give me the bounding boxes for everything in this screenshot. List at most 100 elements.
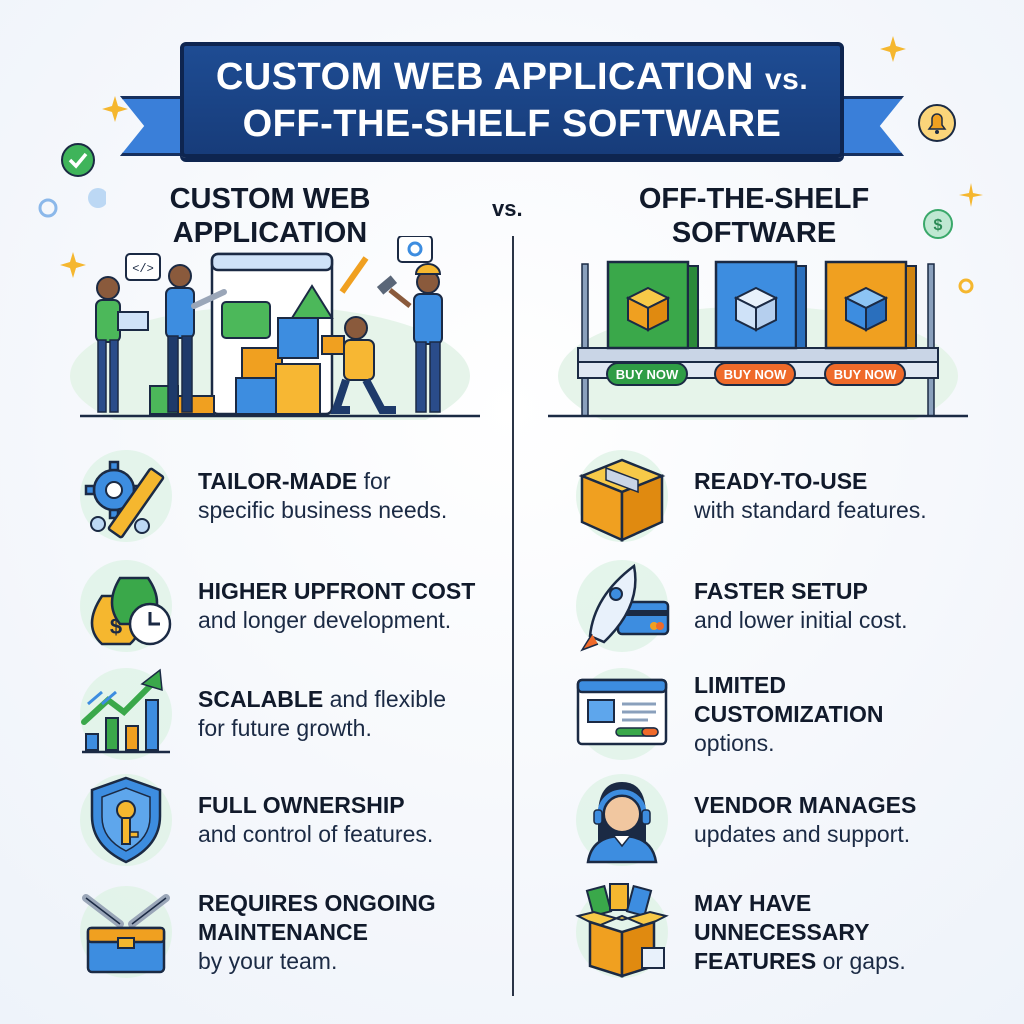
feature-rest: options. [694, 729, 775, 756]
feature-bold: MAY HAVE [694, 889, 812, 916]
right-feature-1: READY-TO-USE with standard features. [572, 446, 927, 546]
right-feature-1-text: READY-TO-USE with standard features. [694, 467, 927, 525]
package-box-graphic [578, 458, 666, 542]
right-title-line2: SOFTWARE [671, 217, 837, 249]
money-bag-clock-icon: $ [76, 556, 176, 656]
software-box-blue [714, 260, 807, 350]
team-building-illustration: </> [70, 236, 480, 420]
feature-rest: by your team. [198, 947, 338, 974]
rocket-card-icon [572, 556, 672, 656]
shelf-graphic [548, 260, 968, 446]
feature-bold: HIGHER UPFRONT COST [198, 578, 476, 604]
right-feature-3-text: LIMITED CUSTOMIZATION options. [694, 671, 884, 758]
toolbox-graphic [82, 894, 170, 974]
buy-now-button-green[interactable]: BUY NOW [606, 362, 688, 386]
left-feature-3-text: SCALABLE and flexible for future growth. [198, 685, 446, 743]
feature-bold: LIMITED [694, 671, 786, 698]
left-feature-4: FULL OWNERSHIP and control of features. [76, 770, 433, 870]
software-shelf-illustration: BUY NOW BUY NOW BUY NOW [548, 236, 968, 446]
shield-key-graphic [90, 776, 162, 864]
feature-bold: VENDOR MANAGES [694, 792, 917, 818]
bubbles-decoration-icon [38, 188, 106, 218]
software-box-orange [824, 260, 917, 350]
right-feature-4-text: VENDOR MANAGES updates and support. [694, 791, 916, 849]
sparkle-icon [880, 36, 906, 62]
bell-badge-icon [918, 104, 956, 142]
svg-text:$: $ [934, 217, 943, 234]
gear-ruler-icon [76, 446, 176, 546]
browser-window-icon [572, 664, 672, 764]
left-feature-5-text: REQUIRES ONGOING MAINTENANCE by your tea… [198, 889, 436, 976]
left-feature-2-text: HIGHER UPFRONT COST and longer developme… [198, 577, 475, 635]
feature-bold: READY-TO-USE [694, 468, 868, 494]
open-box-graphic [575, 883, 669, 978]
left-feature-5: REQUIRES ONGOING MAINTENANCE by your tea… [76, 882, 436, 982]
package-box-icon [572, 446, 672, 546]
gear-ruler-graphic [84, 460, 165, 539]
vs-label: vs. [492, 196, 523, 221]
feature-rest: specific business needs. [198, 497, 448, 523]
feature-rest: and control of features. [198, 821, 434, 847]
feature-bold: FULL OWNERSHIP [198, 792, 405, 818]
feature-bold: TAILOR-MADE [198, 468, 358, 494]
toolbox-wrench-icon [76, 882, 176, 982]
feature-rest: with standard features. [694, 497, 927, 523]
feature-inline: or gaps. [816, 947, 906, 974]
growth-chart-icon [76, 664, 176, 764]
left-column-title: CUSTOM WEB APPLICATION [120, 182, 420, 250]
sparkle-icon [60, 252, 86, 278]
left-feature-3: SCALABLE and flexible for future growth. [76, 664, 446, 764]
right-feature-3: LIMITED CUSTOMIZATION options. [572, 664, 884, 764]
growth-chart-graphic [81, 668, 170, 754]
banner-title-part1: CUSTOM WEB APPLICATION [215, 55, 754, 98]
right-feature-4: VENDOR MANAGES updates and support. [572, 770, 916, 870]
right-title-line1: OFF-THE-SHELF [638, 183, 870, 215]
dollar-badge-icon: $ [923, 209, 953, 239]
feature-bold-line3: FEATURES [694, 947, 817, 974]
open-box-apps-icon [572, 882, 672, 982]
shield-key-icon [76, 770, 176, 870]
left-title-line2: APPLICATION [172, 217, 368, 249]
feature-bold-line2: UNNECESSARY [694, 918, 870, 945]
money-bag-graphic: $ [90, 576, 172, 646]
right-feature-5-text: MAY HAVE UNNECESSARY FEATURES or gaps. [694, 889, 906, 976]
feature-inline: for [357, 468, 391, 494]
banner-panel: CUSTOM WEB APPLICATION vs. OFF-THE-SHELF… [180, 42, 844, 158]
support-agent-icon [572, 770, 672, 870]
check-badge-icon [61, 143, 95, 177]
left-feature-4-text: FULL OWNERSHIP and control of features. [198, 791, 433, 849]
feature-rest: and lower initial cost. [694, 607, 908, 633]
feature-inline: and flexible [323, 686, 446, 712]
right-feature-2: FASTER SETUP and lower initial cost. [572, 556, 908, 656]
feature-bold-line2: CUSTOMIZATION [694, 700, 884, 727]
buy-now-button-orange[interactable]: BUY NOW [824, 362, 906, 386]
right-column-title: OFF-THE-SHELF SOFTWARE [604, 182, 904, 250]
feature-rest: updates and support. [694, 821, 911, 847]
feature-rest: and longer development. [198, 607, 452, 633]
right-feature-5: MAY HAVE UNNECESSARY FEATURES or gaps. [572, 882, 906, 982]
left-feature-1: TAILOR-MADE for specific business needs. [76, 446, 447, 546]
feature-rest: for future growth. [198, 715, 372, 741]
banner-line-2: OFF-THE-SHELF SOFTWARE [242, 102, 782, 145]
left-title-line1: CUSTOM WEB [169, 183, 371, 215]
left-feature-1-text: TAILOR-MADE for specific business needs. [198, 467, 447, 525]
right-feature-2-text: FASTER SETUP and lower initial cost. [694, 577, 908, 635]
svg-text:</>: </> [132, 262, 154, 276]
support-agent-graphic [586, 782, 658, 864]
banner-line-1: CUSTOM WEB APPLICATION vs. [216, 55, 808, 102]
feature-bold: REQUIRES ONGOING [198, 889, 436, 916]
software-box-green [606, 260, 699, 350]
sparkle-icon [102, 96, 128, 122]
feature-bold: FASTER SETUP [694, 578, 868, 604]
feature-bold: SCALABLE [198, 686, 324, 712]
ring-decoration-icon [958, 278, 974, 294]
rocket-card-graphic [580, 563, 670, 652]
buy-now-button-blue[interactable]: BUY NOW [714, 362, 796, 386]
title-banner: CUSTOM WEB APPLICATION vs. OFF-THE-SHELF… [120, 38, 904, 168]
column-divider [512, 236, 514, 996]
banner-title-vs: vs. [764, 62, 809, 96]
browser-window-graphic [576, 678, 668, 746]
left-feature-2: $ HIGHER UPFRONT COST and longer develop… [76, 556, 475, 656]
sparkle-icon [959, 183, 983, 207]
